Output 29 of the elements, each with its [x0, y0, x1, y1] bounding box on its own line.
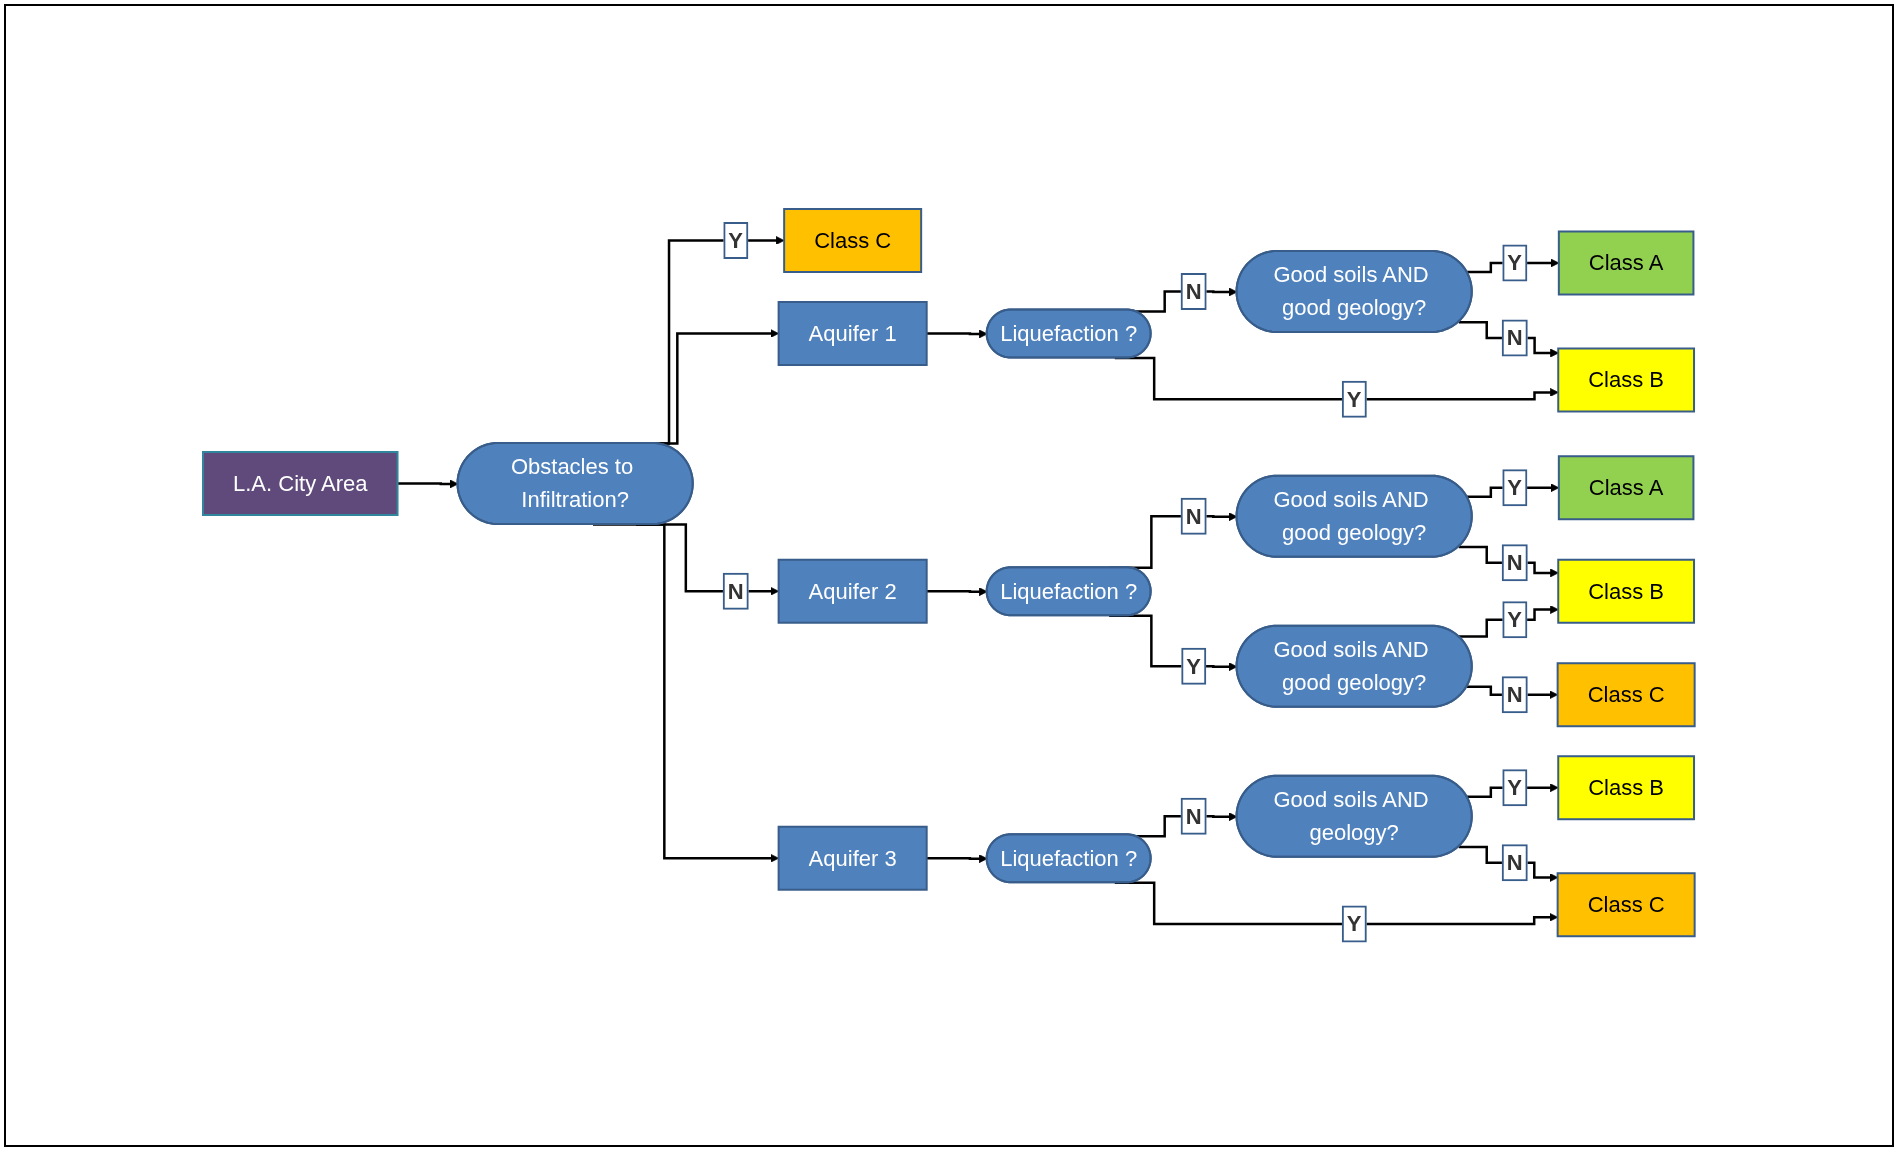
edge-label: N — [1185, 503, 1202, 529]
edge-label: Y — [728, 227, 744, 253]
edge-label: Y — [1346, 911, 1362, 937]
edge-label: N — [1506, 849, 1523, 875]
node-box: Class A — [1558, 455, 1695, 520]
node-box: Aquifer 3 — [777, 825, 928, 891]
node-box: Aquifer 1 — [777, 300, 928, 366]
node-box: Class B — [1557, 347, 1696, 413]
node-box: Class A — [1558, 230, 1695, 296]
edge-label: Y — [1507, 250, 1523, 276]
node-box: Aquifer 2 — [777, 558, 928, 624]
edge-label: Y — [1186, 653, 1202, 679]
edge-label: N — [727, 578, 744, 604]
arrow — [1114, 356, 1559, 401]
edge-label: N — [1506, 549, 1523, 575]
edge-label: Y — [1507, 774, 1523, 800]
edge-label: Y — [1507, 474, 1523, 500]
node-box: Class C — [1556, 662, 1696, 727]
edge-label: N — [1185, 803, 1202, 829]
edge-label: Y — [1507, 606, 1523, 632]
node-box: Class C — [1556, 872, 1696, 937]
edge-label: N — [1506, 681, 1523, 707]
node-box: Class C — [783, 207, 923, 273]
edge-label: N — [1506, 325, 1523, 351]
node-box: Class B — [1557, 755, 1696, 820]
edge-label: Y — [1346, 386, 1362, 412]
node-box: Class B — [1557, 558, 1696, 624]
edge-label: N — [1185, 278, 1202, 304]
node-box: L.A. City Area — [202, 450, 399, 516]
